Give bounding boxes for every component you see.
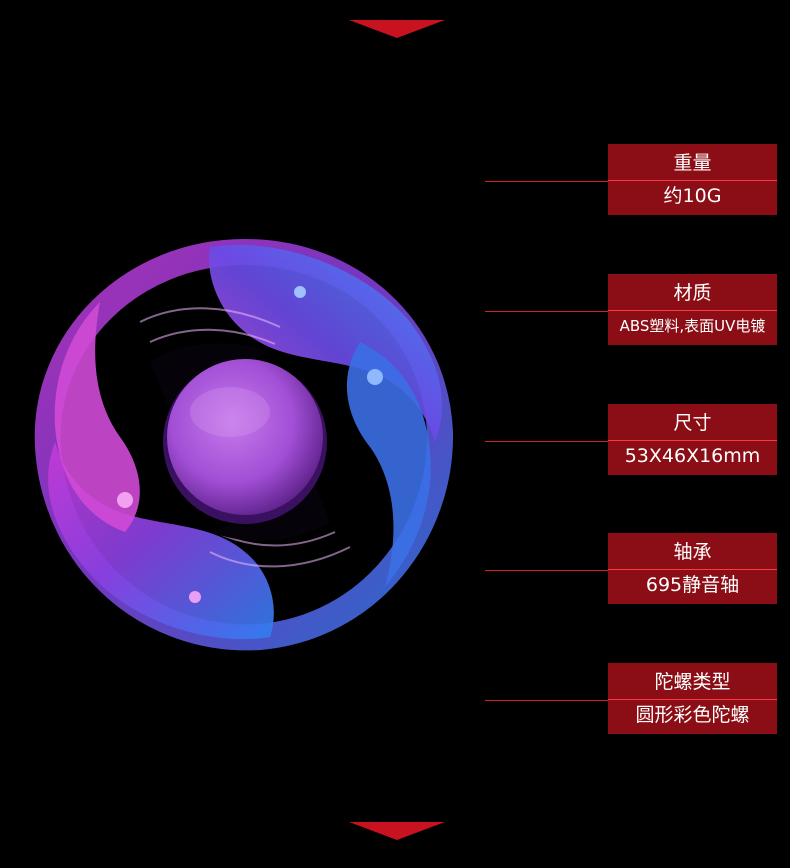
spec-divider: [608, 569, 777, 570]
bottom-chevron-icon: [349, 822, 445, 840]
spec-value: 约10G: [663, 185, 722, 207]
top-chevron-icon: [349, 20, 445, 38]
spec-value: 695静音轴: [645, 574, 740, 596]
spec-label: 陀螺类型: [654, 671, 731, 693]
spec-divider: [608, 440, 777, 441]
spec-leader-line: [485, 700, 608, 701]
spec-value: 53X46X16mm: [624, 445, 761, 467]
spec-label: 重量: [673, 152, 712, 174]
spec-label: 轴承: [673, 541, 712, 563]
spec-divider: [608, 699, 777, 700]
spec-value: 圆形彩色陀螺: [635, 704, 750, 726]
spec-size: 尺寸 53X46X16mm: [608, 404, 777, 475]
spec-leader-line: [485, 441, 608, 442]
spec-bearing: 轴承 695静音轴: [608, 533, 777, 604]
fidget-spinner-image: [34, 238, 454, 651]
spec-label: 尺寸: [673, 412, 712, 434]
spec-value: ABS塑料,表面UV电镀: [619, 317, 766, 335]
spec-leader-line: [485, 181, 608, 182]
spec-label: 材质: [673, 282, 712, 304]
spec-spinner-type: 陀螺类型 圆形彩色陀螺: [608, 663, 777, 734]
spec-divider: [608, 180, 777, 181]
spec-divider: [608, 310, 777, 311]
spec-weight: 重量 约10G: [608, 144, 777, 215]
spec-leader-line: [485, 570, 608, 571]
spec-material: 材质 ABS塑料,表面UV电镀: [608, 274, 777, 345]
spec-leader-line: [485, 311, 608, 312]
